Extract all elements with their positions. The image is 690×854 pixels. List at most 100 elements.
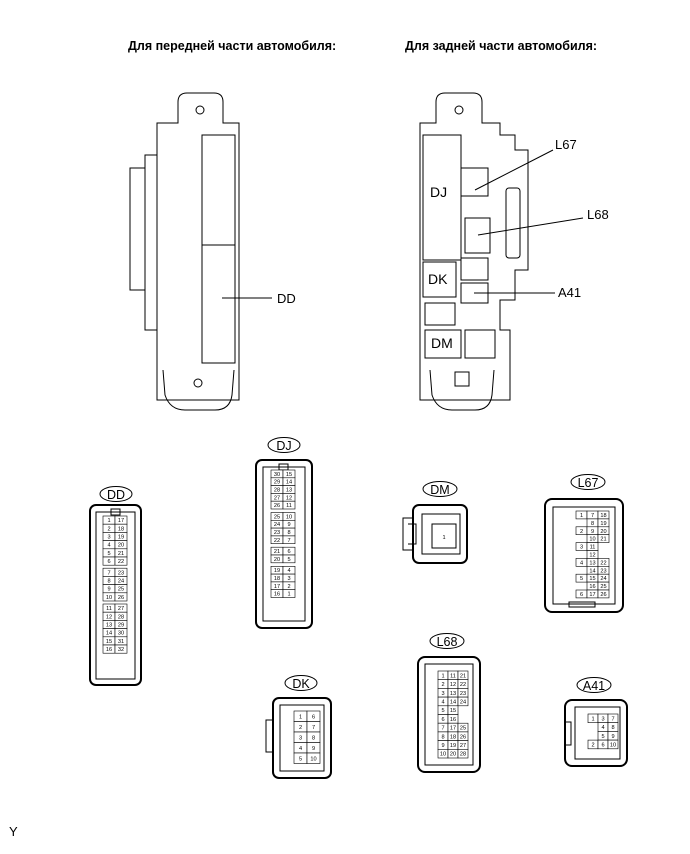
dd-pin-32: 32: [118, 647, 124, 653]
l68-cell: [457, 748, 469, 759]
a41-pin-10: 10: [610, 742, 616, 748]
l68-pin-2: 2: [441, 682, 444, 688]
l68-pin-27: 27: [460, 743, 466, 749]
dj-cell: [282, 589, 296, 598]
dj-pin-10: 10: [286, 514, 292, 520]
front-upper-cell: [201, 134, 236, 246]
dd-pin-10: 10: [106, 595, 112, 601]
l67-name-tag: L67: [570, 474, 606, 490]
dd-pin-4: 4: [107, 543, 110, 549]
dd-pin-5: 5: [107, 551, 110, 557]
dm-socket-label: DM: [431, 335, 453, 351]
l67-pin-24: 24: [600, 576, 606, 582]
a41-pin-5: 5: [601, 734, 604, 740]
dd-cell: [114, 644, 128, 654]
dj-pin-21: 21: [274, 549, 280, 555]
dd-pin-30: 30: [118, 631, 124, 637]
dk-pin-9: 9: [312, 746, 315, 752]
l67-pin-4: 4: [580, 560, 583, 566]
l68-cell: [457, 696, 469, 707]
l68-pin-16: 16: [450, 717, 456, 723]
dd-pin-6: 6: [107, 559, 110, 565]
l68-callout-label: L68: [587, 207, 609, 222]
l67-callout-label: L67: [555, 137, 577, 152]
a41-pin-1: 1: [591, 716, 594, 722]
l67-cell: [597, 589, 610, 599]
dj-pin-18: 18: [274, 576, 280, 582]
dj-pin-7: 7: [287, 538, 290, 544]
dj-pin-24: 24: [274, 522, 280, 528]
svg-text:A41: A41: [583, 679, 605, 693]
dd-pin-16: 16: [106, 647, 112, 653]
dd-pin-20: 20: [118, 543, 124, 549]
dk-pin-2: 2: [299, 725, 302, 731]
dj-socket-label: DJ: [430, 184, 447, 200]
l67-pin-3: 3: [580, 545, 583, 551]
a41-pin-8: 8: [611, 725, 614, 731]
a41-pin-4: 4: [601, 725, 604, 731]
l68-pin-26: 26: [460, 734, 466, 740]
dd-cell: [114, 592, 128, 602]
l68-name-tag: L68: [429, 633, 465, 649]
l67-pin-23: 23: [600, 568, 606, 574]
l67-pin-25: 25: [600, 584, 606, 590]
l68-pin-3: 3: [441, 691, 444, 697]
dk-socket: [422, 261, 457, 298]
dd-pin-23: 23: [118, 570, 124, 576]
dj-pin-15: 15: [286, 472, 292, 478]
a41-pin-6: 6: [601, 742, 604, 748]
l67-pin-7: 7: [591, 513, 594, 519]
dj-pin-14: 14: [286, 480, 292, 486]
l68-pin-4: 4: [441, 699, 444, 705]
l67-pin-21: 21: [600, 537, 606, 543]
dj-pin-4: 4: [287, 568, 290, 574]
l68-pin-25: 25: [460, 726, 466, 732]
dd-pin-21: 21: [118, 551, 124, 557]
l67-pin-2: 2: [580, 529, 583, 535]
a41-pin-2: 2: [591, 742, 594, 748]
dk-cell: [306, 752, 321, 764]
dd-pin-14: 14: [106, 631, 112, 637]
dj-cell: [282, 554, 296, 564]
dd-pin-31: 31: [118, 639, 124, 645]
dm-name-tag: DM: [422, 481, 458, 497]
dj-pin-26: 26: [274, 503, 280, 509]
rear-title: Для задней части автомобиля:: [405, 39, 597, 53]
dd-pin-17: 17: [118, 518, 124, 524]
l67-pin-8: 8: [591, 521, 594, 527]
l67-pin-15: 15: [589, 576, 595, 582]
a41-cell: [607, 739, 619, 750]
dk-pin-4: 4: [299, 746, 302, 752]
dj-pin-13: 13: [286, 488, 292, 494]
dd-pin-22: 22: [118, 559, 124, 565]
l68-pin-13: 13: [450, 691, 456, 697]
l68-pin-10: 10: [440, 752, 446, 758]
dj-pin-22: 22: [274, 538, 280, 544]
l67-pin-6: 6: [580, 592, 583, 598]
dk-pin-6: 6: [312, 714, 315, 720]
dj-pin-12: 12: [286, 495, 292, 501]
rear-junction-block: DJ DK DM L67 L68 A41: [419, 92, 609, 411]
dj-name-tag: DJ: [267, 437, 301, 453]
dd-pin-19: 19: [118, 535, 124, 541]
dj-pin-9: 9: [287, 522, 290, 528]
front-junction-block: DD: [129, 92, 296, 411]
dj-pin-19: 19: [274, 568, 280, 574]
l67-cell: [597, 534, 610, 543]
svg-text:DJ: DJ: [276, 439, 291, 453]
l67-pin-10: 10: [589, 537, 595, 543]
dd-socket: [201, 244, 236, 364]
dj-cell: [282, 535, 296, 545]
dj-pin-20: 20: [274, 557, 280, 563]
l68-pin-15: 15: [450, 708, 456, 714]
a41-pin-9: 9: [611, 734, 614, 740]
